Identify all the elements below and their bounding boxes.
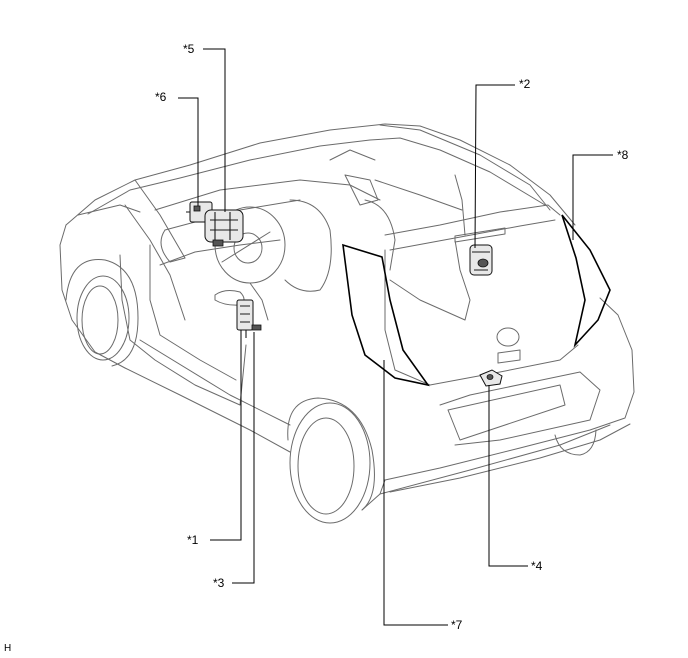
figure-code: H	[4, 643, 12, 654]
callout-6: *6	[155, 90, 167, 104]
component-5	[204, 209, 244, 247]
callout-3: *3	[213, 576, 225, 590]
component-2	[469, 244, 493, 276]
callout-1: *1	[187, 533, 199, 547]
component-1-3	[236, 299, 262, 338]
callout-4: *4	[531, 559, 543, 573]
vehicle-body	[59, 123, 635, 524]
rear-quarter-glass-left	[342, 243, 430, 387]
callout-2: *2	[519, 77, 531, 91]
callout-5: *5	[183, 42, 195, 56]
rear-quarter-glass-right	[561, 214, 611, 348]
callout-7: *7	[451, 618, 463, 632]
component-4	[479, 369, 503, 387]
callout-8: *8	[617, 148, 629, 162]
leader-lines	[178, 48, 613, 626]
highlighted-glass	[342, 214, 611, 387]
